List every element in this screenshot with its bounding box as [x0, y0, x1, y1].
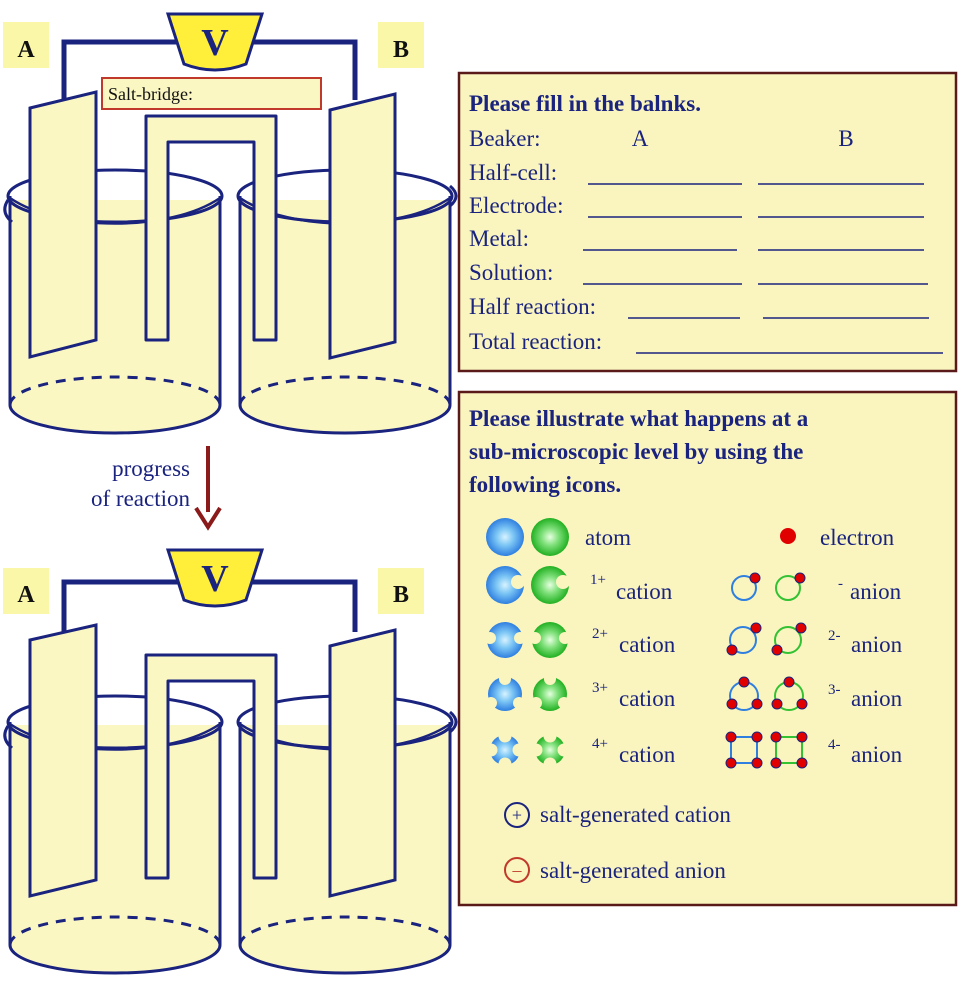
- cation-2-charge: 2+: [592, 626, 608, 642]
- top-voltmeter: [165, 12, 265, 72]
- bottom-electrode-b: [328, 628, 397, 898]
- progress-label-line1: progress: [112, 456, 190, 481]
- anion-4-charge: 4-: [828, 737, 841, 753]
- cation-4-charge: 4+: [592, 736, 608, 752]
- bottom-electrode-a: [28, 623, 98, 898]
- arrow-down-icon: [194, 506, 222, 531]
- icons-heading-line1: Please illustrate what happens at a: [469, 406, 809, 431]
- green-cation-4-icon: [535, 735, 565, 765]
- bottom-label-b: B: [393, 582, 409, 608]
- top-label-a: A: [17, 37, 35, 63]
- top-electrode-b: [328, 92, 397, 360]
- top-label-b: B: [393, 37, 409, 63]
- electrode-label: Electrode:: [469, 193, 564, 218]
- anion-3-charge: 3-: [828, 682, 841, 698]
- anion-1-charge: -: [838, 576, 843, 592]
- icons-heading-line3: following icons.: [469, 472, 621, 497]
- half-reaction-label: Half reaction:: [469, 294, 596, 319]
- anion-3-label: anion: [851, 686, 903, 711]
- cation-2-label: cation: [619, 632, 676, 657]
- salt-cation-icon: [504, 802, 530, 828]
- blue-cation-1-icon: [486, 566, 524, 604]
- blue-anion-1-icon: [731, 572, 761, 601]
- blue-cation-2-icon: [487, 622, 523, 658]
- top-meter-label: V: [201, 22, 229, 64]
- blue-anion-2-icon: [726, 622, 762, 656]
- bottom-label-a: A: [17, 582, 35, 608]
- salt-anion-symbol: –: [512, 860, 523, 880]
- cation-1-charge: 1+: [590, 572, 606, 588]
- atom-label: atom: [585, 525, 631, 550]
- blanks-heading: Please fill in the balnks.: [469, 91, 701, 116]
- green-anion-4-icon: [770, 731, 808, 769]
- metal-label: Metal:: [469, 226, 529, 251]
- solution-label: Solution:: [469, 260, 553, 285]
- cation-4-label: cation: [619, 742, 676, 767]
- bottom-cell: V A B: [3, 548, 458, 975]
- beaker-label: Beaker:: [469, 126, 541, 151]
- green-atom-icon: [531, 518, 569, 556]
- bottom-salt-bridge: [144, 653, 278, 880]
- half-cell-label: Half-cell:: [469, 160, 557, 185]
- salt-cation-label: salt-generated cation: [540, 802, 731, 827]
- blue-cation-3-icon: [488, 677, 522, 711]
- column-b-label: B: [838, 126, 853, 151]
- icons-panel: Please illustrate what happens at a sub-…: [457, 390, 958, 907]
- electron-icon: [780, 528, 796, 544]
- top-electrode-a: [28, 90, 98, 359]
- column-a-label: A: [632, 126, 649, 151]
- blue-cation-4-icon: [490, 735, 520, 765]
- anion-4-label: anion: [851, 742, 903, 767]
- icons-heading-line2: sub-microscopic level by using the: [469, 439, 803, 464]
- salt-anion-label: salt-generated anion: [540, 858, 726, 883]
- top-salt-bridge: [144, 114, 278, 342]
- progress-indicator: progress of reaction: [91, 446, 222, 531]
- green-cation-3-icon: [533, 677, 567, 711]
- cation-1-label: cation: [616, 579, 673, 604]
- salt-bridge-label-box: [101, 77, 322, 110]
- green-cation-2-icon: [532, 622, 568, 658]
- cation-3-label: cation: [619, 686, 676, 711]
- green-anion-3-icon: [771, 676, 808, 711]
- salt-cation-symbol: +: [512, 805, 522, 825]
- blue-anion-3-icon: [726, 676, 763, 711]
- cation-3-charge: 3+: [592, 680, 608, 696]
- green-anion-1-icon: [775, 572, 806, 601]
- progress-label-line2: of reaction: [91, 486, 190, 511]
- salt-bridge-label: Salt-bridge:: [108, 84, 193, 104]
- anion-2-label: anion: [851, 632, 903, 657]
- electron-label: electron: [820, 525, 895, 550]
- green-cation-1-icon: [531, 566, 569, 604]
- salt-anion-icon: [504, 857, 530, 883]
- blue-anion-4-icon: [725, 731, 763, 769]
- blanks-panel: Please fill in the balnks. Beaker: A B H…: [457, 71, 958, 373]
- bottom-meter-label: V: [201, 558, 229, 600]
- top-cell: V A B Salt-bridge:: [3, 12, 458, 435]
- blue-atom-icon: [486, 518, 524, 556]
- anion-1-label: anion: [850, 579, 902, 604]
- bottom-voltmeter: [165, 548, 265, 608]
- green-anion-2-icon: [771, 622, 807, 656]
- total-reaction-label: Total reaction:: [469, 329, 602, 354]
- anion-2-charge: 2-: [828, 628, 841, 644]
